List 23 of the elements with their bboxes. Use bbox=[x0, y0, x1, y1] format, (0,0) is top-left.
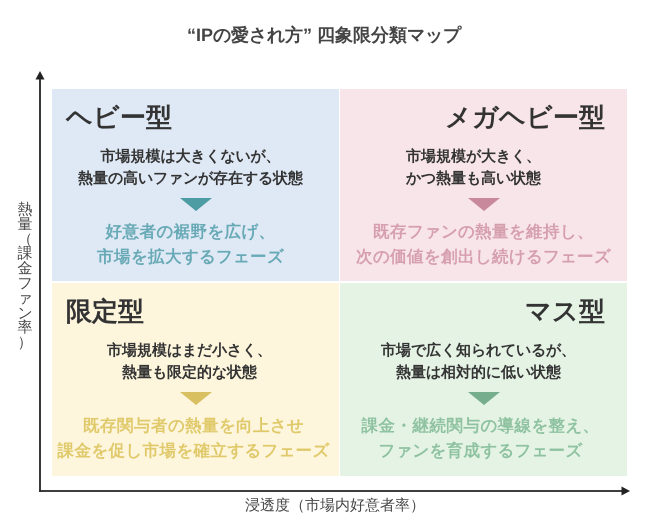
quadrant-title: メガヘビー型 bbox=[445, 101, 605, 133]
quadrant-panel bbox=[340, 89, 627, 281]
title: “IPの愛され方” 四象限分類マップ bbox=[187, 24, 461, 46]
phase-text: 既存関与者の熱量を向上させ課金を促し市場を確立するフェーズ bbox=[58, 405, 330, 464]
quadrant-title: ヘビー型 bbox=[66, 101, 172, 133]
arrow bbox=[180, 198, 212, 212]
axis-label: 浸透度（市場内好意者率） bbox=[245, 497, 425, 515]
state-text: 市場規模はまだ小さく、熱量も限定的な状態 bbox=[107, 340, 272, 392]
quadrant-title: マス型 bbox=[525, 295, 605, 327]
arrow bbox=[468, 198, 500, 212]
arrow bbox=[180, 392, 212, 406]
quadrant-panel bbox=[52, 283, 339, 476]
quadrant-title: 限定型 bbox=[66, 295, 144, 327]
state-text: 市場で広く知られているが、熱量は相対的に低い状態 bbox=[381, 340, 576, 392]
axis-label: 熱量（課金ファン率） bbox=[18, 203, 32, 351]
quadrant-panel bbox=[340, 283, 627, 476]
phase-text: 課金・継続関与の導線を整え、ファンを育成するフェーズ bbox=[362, 405, 600, 464]
phase-text: 既存ファンの熱量を維持し、次の価値を創出し続けるフェーズ bbox=[356, 211, 611, 270]
quadrant-panel bbox=[52, 89, 339, 281]
state-text: 市場規模が大きく、かつ熱量も高い状態 bbox=[406, 146, 541, 198]
state-text: 市場規模は大きくないが、熱量の高いファンが存在する状態 bbox=[78, 146, 303, 198]
arrow bbox=[468, 392, 500, 406]
phase-text: 好意者の裾野を広げ、市場を拡大するフェーズ bbox=[97, 211, 284, 270]
